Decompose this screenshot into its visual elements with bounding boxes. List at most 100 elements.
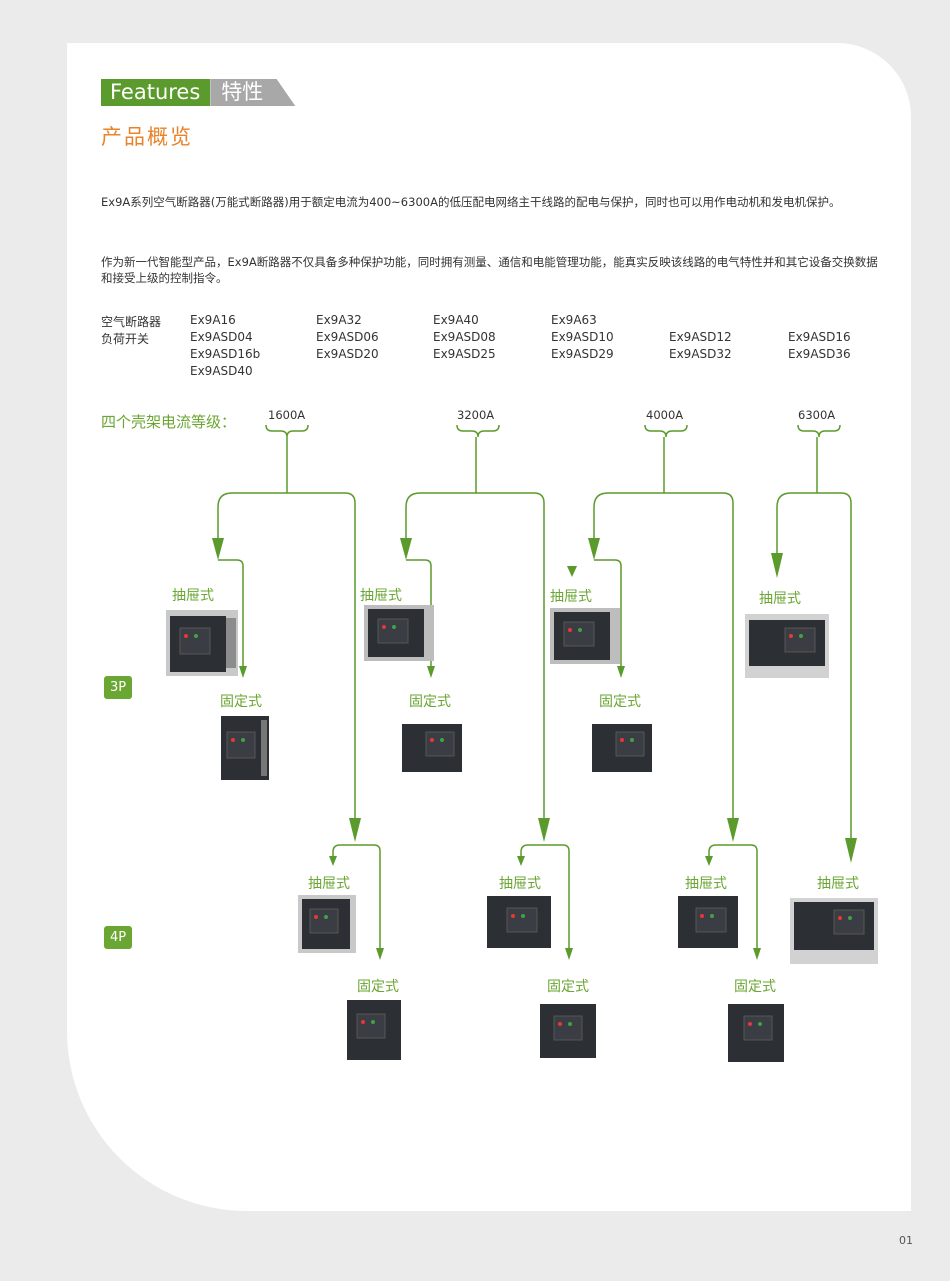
model-cell: Ex9ASD32 xyxy=(669,347,732,361)
flow-line xyxy=(708,844,733,858)
model-cell: Ex9ASD08 xyxy=(433,330,496,344)
flow-line xyxy=(791,492,852,840)
label-fixed: 固定式 xyxy=(599,694,641,710)
current-1600a: 1600A xyxy=(268,408,306,422)
model-cell: Ex9A63 xyxy=(551,313,597,327)
arrow-head xyxy=(538,818,550,842)
model-cell: Ex9ASD06 xyxy=(316,330,379,344)
label-drawout: 抽屉式 xyxy=(685,876,727,892)
breaker-fixed-4p-4000a xyxy=(728,1004,784,1062)
model-cell: Ex9A40 xyxy=(433,313,479,327)
label-drawout: 抽屉式 xyxy=(172,588,214,604)
label-fixed: 固定式 xyxy=(547,979,589,995)
label-drawout: 抽屉式 xyxy=(759,591,801,607)
flow-line xyxy=(218,559,244,668)
flow-line xyxy=(232,492,356,820)
arrow-head-small xyxy=(239,666,247,678)
flow-line xyxy=(405,492,421,540)
label-drawout: 抽屉式 xyxy=(360,588,402,604)
arrow-head-small xyxy=(565,948,573,960)
current-6300a: 6300A xyxy=(798,408,836,422)
pole-4p-badge: 4P xyxy=(104,926,132,949)
flow-line xyxy=(608,492,734,820)
arrow-head xyxy=(771,553,783,578)
flow-line xyxy=(520,844,544,858)
model-cell: Ex9ASD04 xyxy=(190,330,253,344)
section-tab: Features 特性 xyxy=(101,79,296,106)
flow-line xyxy=(355,844,381,950)
model-cell: Ex9ASD20 xyxy=(316,347,379,361)
arrow-head xyxy=(212,538,224,560)
brace xyxy=(797,424,841,438)
label-fixed: 固定式 xyxy=(734,979,776,995)
flow-line xyxy=(420,492,545,820)
frame-levels-label: 四个壳架电流等级： xyxy=(101,413,237,431)
intro-paragraph-2: 作为新一代智能型产品，Ex9A断路器不仅具备多种保护功能，同时拥有测量、通信和电… xyxy=(101,255,878,285)
arrow-head-small xyxy=(753,948,761,960)
model-cell: Ex9ASD10 xyxy=(551,330,614,344)
model-cell: Ex9A16 xyxy=(190,313,236,327)
arrow-head xyxy=(727,818,739,842)
breaker-label: 空气断路器 xyxy=(101,315,162,329)
label-drawout: 抽屉式 xyxy=(817,876,859,892)
breaker-drawout-4p-4000a xyxy=(678,896,738,948)
label-drawout: 抽屉式 xyxy=(308,876,350,892)
flow-line xyxy=(594,559,622,668)
flow-line xyxy=(733,844,758,950)
page-number: 01 xyxy=(899,1234,913,1247)
flow-line xyxy=(406,559,432,668)
arrow-head-small xyxy=(376,948,384,960)
breaker-drawout-3p-3200a xyxy=(364,605,434,661)
label-drawout: 抽屉式 xyxy=(550,589,592,605)
page-title: 产品概览 xyxy=(101,125,193,149)
model-cell: Ex9A32 xyxy=(316,313,362,327)
breaker-drawout-4p-3200a xyxy=(487,896,551,948)
label-fixed: 固定式 xyxy=(409,694,451,710)
model-cell: Ex9ASD12 xyxy=(669,330,732,344)
tab-features-en: Features xyxy=(101,79,211,106)
brace xyxy=(456,424,500,438)
current-3200a: 3200A xyxy=(457,408,495,422)
model-cell: Ex9ASD25 xyxy=(433,347,496,361)
arrow-head-small xyxy=(329,856,337,866)
arrow-head-small xyxy=(617,666,625,678)
breaker-fixed-4p-1600a xyxy=(347,1000,401,1060)
label-fixed: 固定式 xyxy=(220,694,262,710)
model-cell: Ex9ASD36 xyxy=(788,347,851,361)
flow-line xyxy=(217,492,233,540)
model-cell: Ex9ASD29 xyxy=(551,347,614,361)
flow-line xyxy=(544,844,570,950)
label-fixed: 固定式 xyxy=(357,979,399,995)
breaker-fixed-3p-3200a xyxy=(402,724,462,772)
breaker-fixed-3p-1600a xyxy=(221,716,269,780)
current-4000a: 4000A xyxy=(646,408,684,422)
arrow-head xyxy=(400,538,412,560)
brace xyxy=(265,424,309,438)
intro-paragraph-1: Ex9A系列空气断路器(万能式断路器)用于额定电流为400~6300A的低压配电… xyxy=(101,195,841,209)
label-drawout: 抽屉式 xyxy=(499,876,541,892)
arrow-head xyxy=(349,818,361,842)
arrow-head-small xyxy=(517,856,525,866)
flow-line xyxy=(593,492,609,540)
arrow-head-small xyxy=(427,666,435,678)
breaker-drawout-3p-4000a xyxy=(550,608,620,664)
flow-line xyxy=(776,492,792,555)
model-cell: Ex9ASD16b xyxy=(190,347,261,361)
breaker-drawout-3p-6300a xyxy=(745,614,829,678)
pole-3p-badge: 3P xyxy=(104,676,132,699)
model-cell: Ex9ASD16 xyxy=(788,330,851,344)
flow-line xyxy=(332,844,355,858)
arrow-head-small xyxy=(567,566,577,577)
breaker-fixed-4p-3200a xyxy=(540,1004,596,1058)
brace xyxy=(644,424,688,438)
arrow-head xyxy=(588,538,600,560)
model-cell: Ex9ASD40 xyxy=(190,364,253,378)
arrow-head xyxy=(845,838,857,863)
switch-label: 负荷开关 xyxy=(101,332,150,346)
breaker-drawout-4p-6300a xyxy=(790,898,878,964)
breaker-drawout-3p-1600a xyxy=(166,610,238,676)
arrow-head-small xyxy=(705,856,713,866)
breaker-fixed-3p-4000a xyxy=(592,724,652,772)
breaker-drawout-4p-1600a xyxy=(298,895,356,953)
